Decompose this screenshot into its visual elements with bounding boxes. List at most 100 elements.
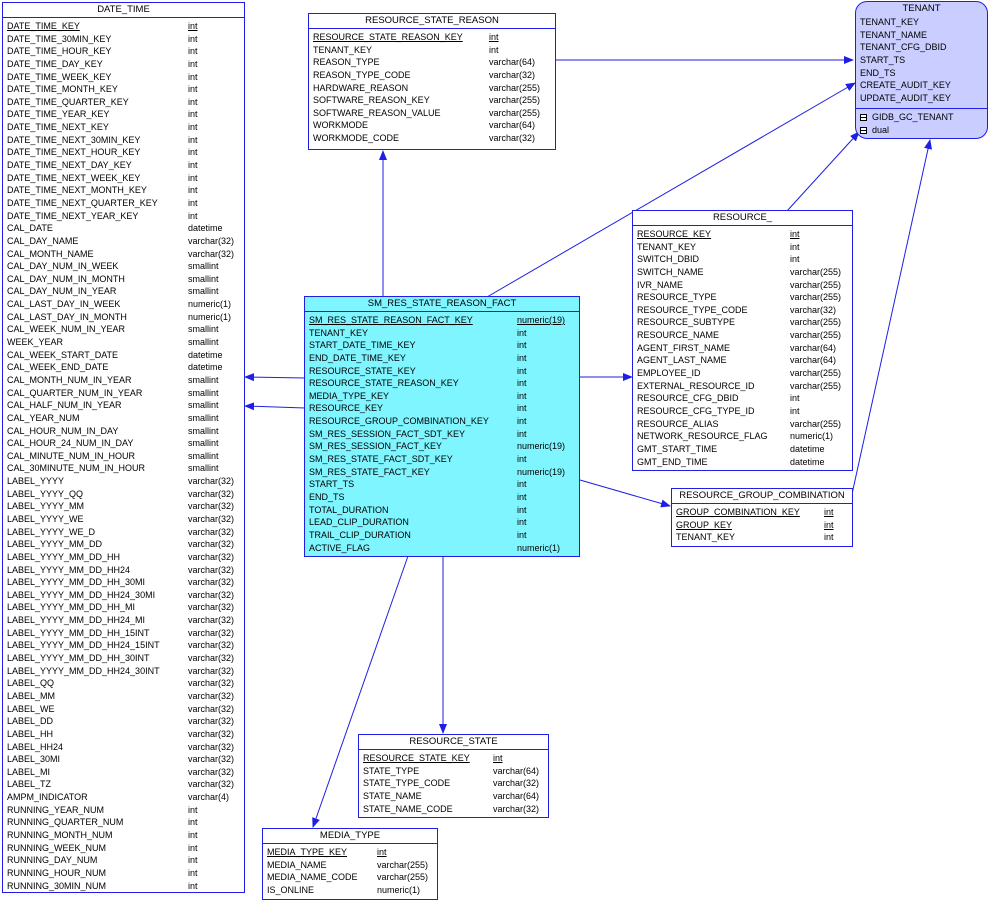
column-type: varchar(32): [188, 615, 235, 626]
column-name: MEDIA_NAME: [267, 859, 327, 870]
column-name: RUNNING_YEAR_NUM: [7, 804, 105, 815]
column-name: RUNNING_QUARTER_NUM: [7, 817, 124, 828]
column-name: LABEL_YYYY_WE_D: [7, 526, 96, 537]
column-type: int: [517, 416, 527, 427]
column-type: int: [188, 160, 198, 171]
column-name: TENANT_KEY: [637, 241, 697, 252]
column-name: LABEL_YYYY_MM_DD_HH_15INT: [7, 627, 150, 638]
column-row: END_TS: [860, 67, 984, 80]
column-name: SOFTWARE_REASON_VALUE: [313, 107, 441, 118]
column-type: varchar(32): [493, 778, 540, 789]
column-type: varchar(32): [188, 488, 235, 499]
column-row: LABEL_HH varchar(32): [7, 728, 241, 741]
tenant-extra-row: GIDB_GC_TENANT: [860, 111, 983, 124]
column-name: RESOURCE_ALIAS: [637, 418, 719, 429]
column-name: RESOURCE_STATE_REASON_KEY: [309, 378, 459, 389]
column-type: varchar(32): [188, 754, 235, 765]
column-name: REASON_TYPE: [313, 57, 380, 68]
column-name: STATE_NAME: [363, 790, 422, 801]
entity-sm-res-state-reason-fact[interactable]: SM_RES_STATE_REASON_FACT SM_RES_STATE_RE…: [304, 296, 580, 557]
column-name: LABEL_WE: [7, 703, 55, 714]
column-name: DATE_TIME_NEXT_DAY_KEY: [7, 160, 132, 171]
column-type: varchar(32): [188, 589, 235, 600]
column-type: varchar(32): [188, 728, 235, 739]
column-name: DATE_TIME_QUARTER_KEY: [7, 96, 129, 107]
column-type: varchar(255): [790, 368, 842, 379]
column-name: RESOURCE_STATE_KEY: [309, 365, 416, 376]
column-type: numeric(1): [790, 431, 834, 442]
column-name: DATE_TIME_KEY: [7, 21, 80, 31]
column-row: CREATE_AUDIT_KEY: [860, 79, 984, 92]
column-name: LABEL_HH: [7, 728, 54, 739]
column-name: LABEL_YYYY_MM_DD_HH_MI: [7, 602, 136, 613]
column-type: int: [188, 84, 198, 95]
column-type: datetime: [188, 362, 223, 373]
column-name: GROUP_KEY: [676, 519, 733, 530]
column-row: LABEL_YYYY_WE_D varchar(32): [7, 526, 241, 539]
column-type: smallint: [188, 463, 219, 474]
column-type: smallint: [188, 387, 219, 398]
entity-resource-group-combination[interactable]: RESOURCE_GROUP_COMBINATION GROUP_COMBINA…: [671, 488, 853, 547]
column-name: STATE_NAME_CODE: [363, 803, 453, 814]
column-type: varchar(32): [188, 526, 235, 537]
column-type: varchar(64): [493, 790, 540, 801]
column-name: CAL_DATE: [7, 223, 53, 234]
column-type: varchar(32): [489, 69, 536, 80]
column-name: GROUP_COMBINATION_KEY: [676, 507, 800, 517]
column-name: LABEL_MI: [7, 766, 51, 777]
column-name: RESOURCE_CFG_DBID: [637, 393, 739, 404]
column-type: smallint: [188, 450, 219, 461]
column-type: int: [188, 33, 198, 44]
column-name: LABEL_YYYY_MM_DD_HH24_30INT: [7, 665, 160, 676]
column-name: RUNNING_30MIN_NUM: [7, 880, 107, 891]
column-type: int: [188, 122, 198, 133]
column-name: DATE_TIME_DAY_KEY: [7, 58, 103, 69]
column-type: varchar(32): [188, 766, 235, 777]
column-name: RESOURCE_GROUP_COMBINATION_KEY: [309, 416, 489, 427]
entity-resource-state-reason[interactable]: RESOURCE_STATE_REASON RESOURCE_STATE_REA…: [308, 13, 556, 150]
column-row: RESOURCE_GROUP_COMBINATION_KEY int: [309, 415, 576, 428]
column-type: int: [517, 529, 527, 540]
entity-title: RESOURCE_STATE_REASON: [309, 14, 555, 29]
